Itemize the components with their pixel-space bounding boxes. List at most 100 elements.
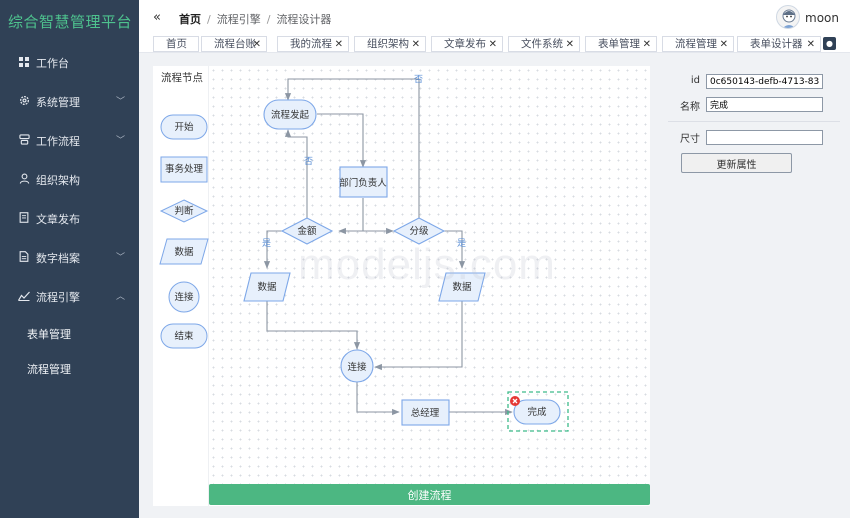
flow-diagram: 否 否 是 是 流程发起 部门负责人 金额 分级 数 — [243, 74, 569, 432]
flow-node-label: 流程发起 — [271, 109, 310, 121]
avatar[interactable] — [776, 5, 800, 29]
create-flow-button[interactable]: 创建流程 — [209, 484, 650, 505]
sidebar-item-dashboard[interactable]: 工作台 — [0, 44, 139, 83]
size-field[interactable] — [706, 130, 823, 145]
update-properties-button[interactable]: 更新属性 — [681, 153, 792, 173]
palette-node-decision[interactable]: 判断 — [159, 199, 209, 223]
divider — [668, 121, 840, 122]
close-icon[interactable]: ✕ — [642, 39, 651, 50]
edge-data-left-to-connect[interactable] — [266, 301, 361, 350]
flow-node-label: 总经理 — [411, 407, 440, 419]
tag-flow-ledger[interactable]: 流程台账✕ — [201, 36, 267, 52]
tag-form-designer[interactable]: 表单设计器✕ — [737, 36, 821, 52]
breadcrumb-flow-engine[interactable]: 流程引擎 — [216, 13, 261, 26]
palette-node-data[interactable]: 数据 — [159, 238, 209, 265]
tag-label: 表单设计器 — [750, 38, 803, 50]
breadcrumb-flow-designer: 流程设计器 — [276, 13, 332, 26]
palette-node-label: 连接 — [174, 291, 194, 303]
sidebar-item-archive[interactable]: 数字档案 ﹀ — [0, 239, 139, 278]
sidebar: 综合智慧管理平台 工作台 系统管理 ﹀ 工作流程 ﹀ 组织架构 文章发布 数字档… — [0, 0, 139, 518]
archive-icon — [18, 240, 30, 279]
id-label: id — [690, 75, 700, 86]
flow-designer-panel: 流程节点 开始 事务处理 判断 数据 连接 — [153, 66, 650, 506]
palette-node-end[interactable]: 结束 — [160, 323, 208, 349]
tag-label: 流程管理 — [675, 38, 717, 50]
close-icon[interactable]: ✕ — [334, 39, 343, 50]
flow-node-gm[interactable]: 总经理 — [401, 399, 450, 426]
edge-grade-to-start[interactable] — [284, 78, 420, 218]
delete-node-icon[interactable] — [510, 396, 520, 406]
palette-node-label: 开始 — [174, 121, 194, 133]
flow-node-label: 金额 — [297, 225, 317, 237]
palette-node-task[interactable]: 事务处理 — [160, 156, 208, 183]
sidebar-item-workflow[interactable]: 工作流程 ﹀ — [0, 122, 139, 161]
tag-home[interactable]: 首页 — [153, 36, 199, 52]
tag-label: 我的流程 — [290, 38, 332, 50]
sidebar-item-system[interactable]: 系统管理 ﹀ — [0, 83, 139, 122]
breadcrumb-home[interactable]: 首页 — [179, 13, 201, 26]
close-icon[interactable]: ✕ — [252, 39, 261, 50]
flow-node-data-right[interactable]: 数据 — [438, 272, 486, 302]
flow-node-label: 数据 — [257, 281, 277, 293]
palette-shapes: 开始 事务处理 判断 数据 连接 结束 — [159, 114, 209, 349]
flow-node-grade[interactable]: 分级 — [392, 217, 446, 245]
sidebar-item-label: 系统管理 — [36, 96, 80, 109]
palette-node-start[interactable]: 开始 — [160, 114, 208, 140]
brand-title: 综合智慧管理平台 — [8, 13, 133, 31]
id-field[interactable] — [706, 74, 823, 89]
palette-node-label: 数据 — [174, 246, 194, 258]
edge-amount-to-data-left[interactable] — [263, 230, 284, 269]
close-icon[interactable]: ✕ — [719, 39, 728, 50]
tag-label: 首页 — [166, 38, 187, 50]
flow-node-start[interactable]: 流程发起 — [263, 99, 317, 130]
tag-label: 表单管理 — [598, 38, 640, 50]
edge-data-right-to-connect[interactable] — [374, 301, 463, 371]
edge-start-dept[interactable] — [317, 113, 367, 168]
close-icon[interactable]: ✕ — [411, 39, 420, 50]
edge-amount-to-start[interactable] — [284, 129, 308, 218]
tag-flow-management[interactable]: 流程管理✕ — [662, 36, 734, 52]
workflow-icon — [18, 123, 30, 162]
node-palette: 流程节点 开始 事务处理 判断 数据 连接 — [153, 66, 209, 506]
flow-node-connector[interactable]: 连接 — [340, 349, 374, 383]
chevron-up-icon: ︿ — [115, 292, 125, 302]
edge-grade-to-data-right[interactable] — [444, 230, 466, 269]
flow-node-data-left[interactable]: 数据 — [243, 272, 291, 302]
username[interactable]: moon — [805, 11, 839, 25]
palette-node-connector[interactable]: 连接 — [168, 281, 200, 313]
flow-node-finish[interactable]: 完成 — [507, 391, 569, 432]
tag-articles[interactable]: 文章发布✕ — [431, 36, 503, 52]
edge-connect-to-gm[interactable] — [356, 382, 400, 416]
palette-node-label: 事务处理 — [165, 163, 204, 175]
flow-node-dept-head[interactable]: 部门负责人 — [339, 166, 388, 198]
tag-organization[interactable]: 组织架构✕ — [354, 36, 426, 52]
tag-label: 文章发布 — [444, 38, 486, 50]
close-icon[interactable]: ✕ — [806, 39, 815, 50]
selection-box — [507, 391, 569, 432]
flow-canvas[interactable]: 否 否 是 是 流程发起 部门负责人 金额 分级 数 — [209, 66, 650, 484]
flow-node-amount[interactable]: 金额 — [280, 217, 334, 245]
sidebar-item-label: 组织架构 — [36, 174, 80, 187]
sidebar-item-organization[interactable]: 组织架构 — [0, 161, 139, 200]
flow-node-label: 部门负责人 — [339, 177, 387, 189]
palette-node-label: 结束 — [174, 330, 194, 342]
tag-file-system[interactable]: 文件系统✕ — [508, 36, 580, 52]
chevron-down-icon: ﹀ — [115, 97, 125, 107]
sidebar-item-label: 工作流程 — [36, 135, 80, 148]
tag-label: 文件系统 — [521, 38, 563, 50]
edge-label-yes: 是 — [262, 238, 271, 249]
close-icon[interactable]: ✕ — [488, 39, 497, 50]
sidebar-item-articles[interactable]: 文章发布 — [0, 200, 139, 239]
collapse-sidebar-icon[interactable]: « — [153, 10, 161, 25]
chart-line-icon — [17, 279, 30, 318]
close-icon[interactable]: ✕ — [565, 39, 574, 50]
tags-more-icon[interactable]: ● — [823, 37, 836, 50]
breadcrumb-separator: / — [266, 13, 271, 26]
tag-my-flow[interactable]: 我的流程✕ — [277, 36, 349, 52]
tag-form-management[interactable]: 表单管理✕ — [585, 36, 657, 52]
sidebar-subitem-form-management[interactable]: 表单管理 — [27, 328, 71, 341]
sidebar-subitem-flow-management[interactable]: 流程管理 — [27, 363, 71, 376]
document-icon — [18, 201, 30, 240]
sidebar-item-flow-engine[interactable]: 流程引擎 ︿ — [0, 278, 139, 317]
name-field[interactable] — [706, 97, 823, 112]
